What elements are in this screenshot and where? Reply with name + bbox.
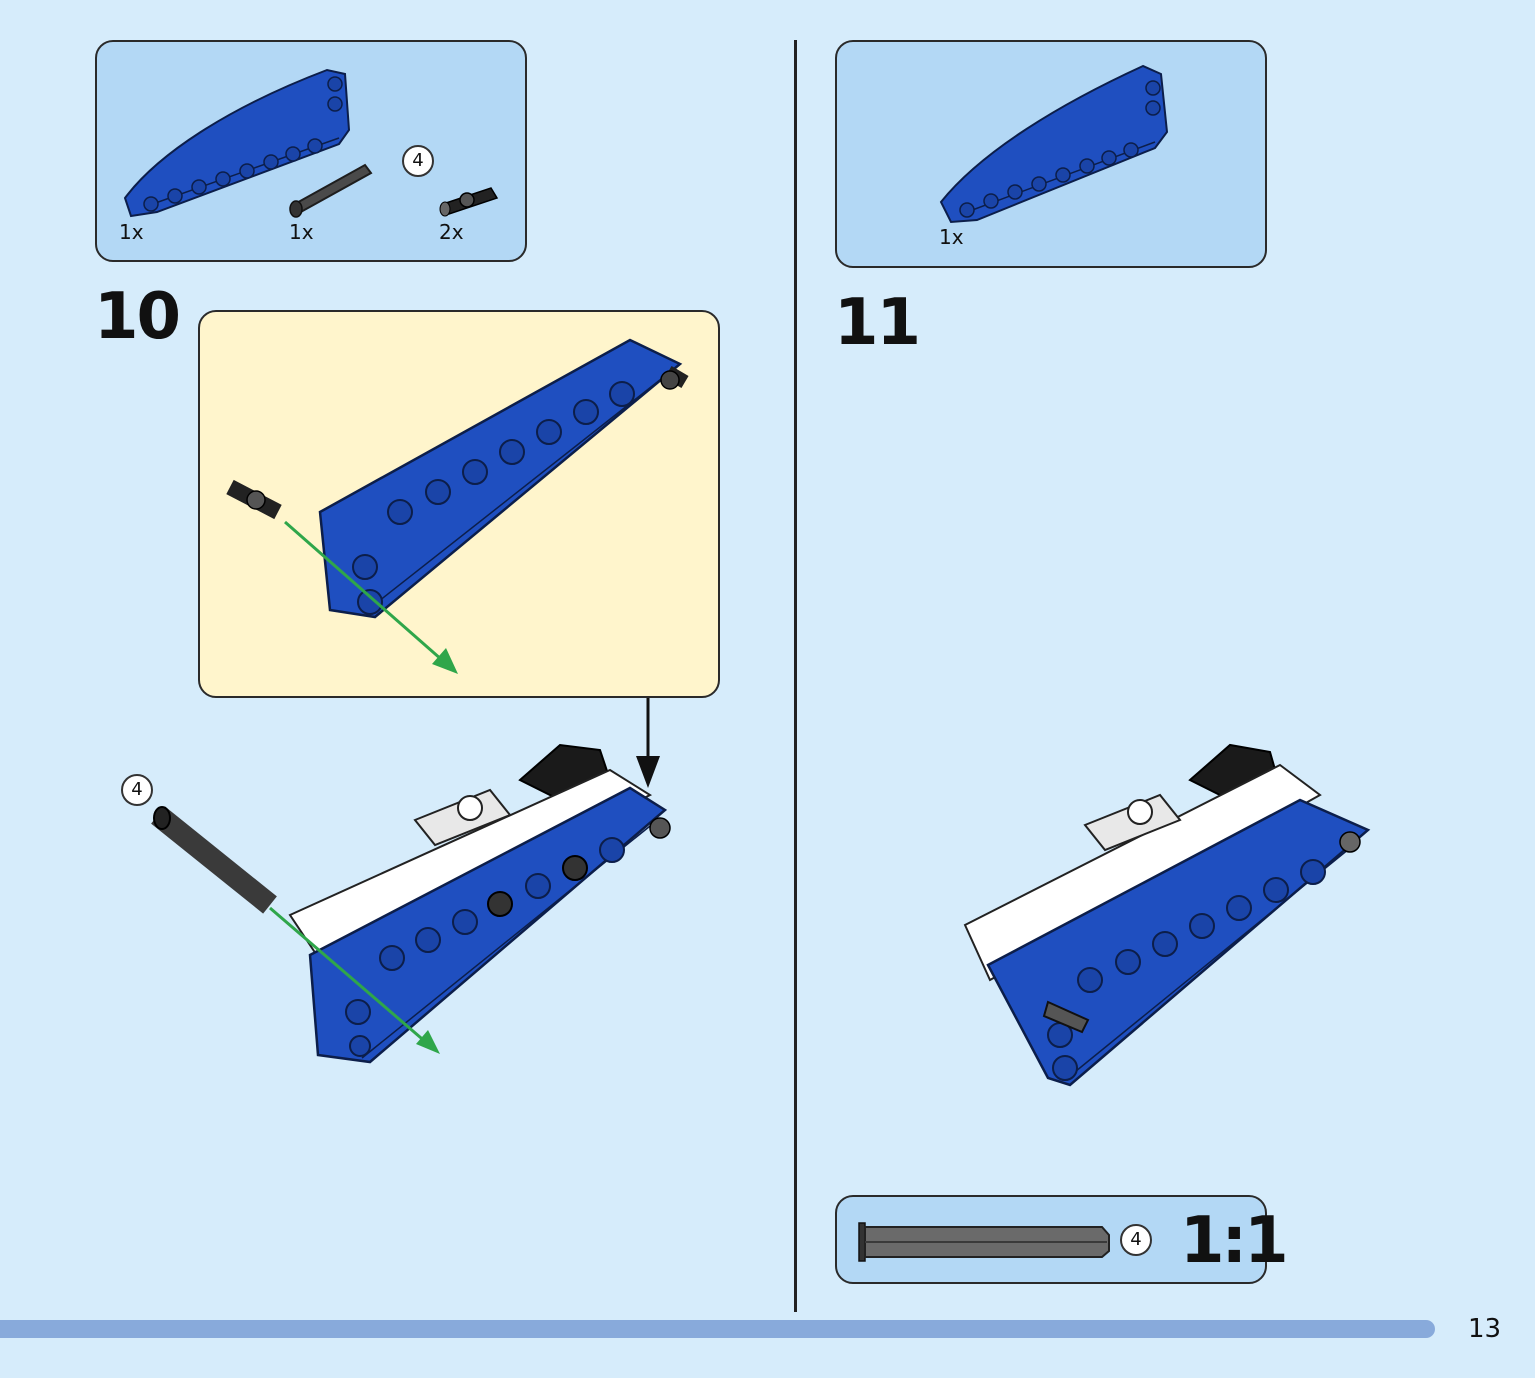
page-number: 13 — [1468, 1314, 1502, 1344]
step-number-10: 10 — [94, 280, 181, 354]
callout-connector-arrow — [636, 698, 660, 788]
step-number-11: 11 — [834, 286, 921, 360]
beam-qty: 1x — [119, 220, 144, 244]
step11-main-model — [963, 743, 1371, 1087]
blue-curved-beam-icon — [939, 64, 1169, 224]
beam-qty: 1x — [939, 225, 964, 249]
axle-scale-box: 4 — [835, 1195, 1267, 1284]
scale-axle-length-badge: 4 — [1120, 1224, 1152, 1256]
step10-parts-box: 4 1x 1x 2x — [95, 40, 527, 262]
step10-main-model — [151, 743, 671, 1064]
pin-qty: 2x — [439, 220, 464, 244]
dark-grey-axle-icon — [289, 163, 373, 218]
blue-curved-beam-icon — [123, 68, 351, 218]
page-footer-bar — [0, 1320, 1435, 1338]
step10-callout — [198, 310, 720, 698]
step-divider — [794, 40, 797, 1312]
axle-length-badge: 4 — [402, 145, 434, 177]
black-friction-pin-icon — [439, 187, 499, 217]
axle-scale-icon — [858, 1222, 1110, 1262]
step11-parts-box: 1x — [835, 40, 1267, 268]
axle-qty: 1x — [289, 220, 314, 244]
callout-assembly-illustration — [226, 338, 689, 674]
scale-ratio: 1:1 — [1180, 1204, 1289, 1278]
main-axle-length-badge: 4 — [121, 774, 153, 806]
